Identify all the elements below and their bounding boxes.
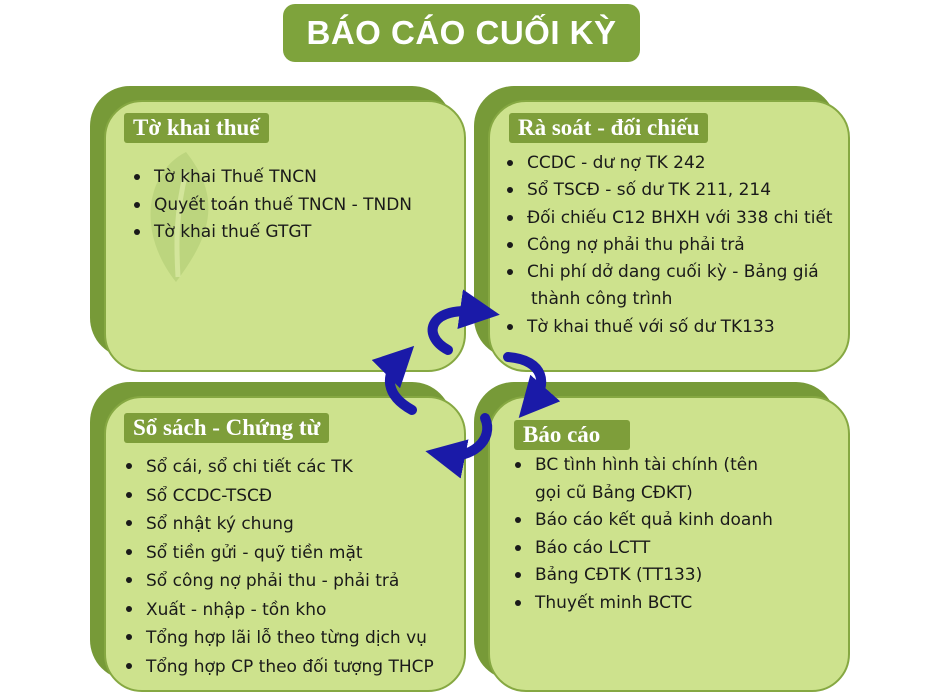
card-label-review: Rà soát - đối chiếu: [509, 113, 709, 143]
list-item: Sổ công nợ phải thu - phải trả: [124, 567, 434, 596]
list-item: Sổ TSCĐ - số dư TK 211, 214: [505, 177, 833, 204]
list-item: Sổ nhật ký chung: [124, 510, 434, 539]
list-item: Tờ khai thuế GTGT: [132, 219, 412, 247]
list-review: CCDC - dư nợ TK 242 Sổ TSCĐ - số dư TK 2…: [505, 150, 833, 341]
list-item-multiline: BC tình hình tài chính (tên gọi cũ Bảng …: [513, 452, 773, 507]
list-item-text: Chi phí dở dang cuối kỳ - Bảng giá: [527, 262, 819, 283]
list-item: Báo cáo LCTT: [513, 535, 773, 563]
list-tax-returns: Tờ khai Thuế TNCN Quyết toán thuế TNCN -…: [132, 164, 412, 247]
list-item: Tổng hợp CP theo đối tượng THCP: [124, 653, 434, 682]
list-item: Tờ khai thuế với số dư TK133: [505, 314, 833, 341]
list-books: Sổ cái, sổ chi tiết các TK Sổ CCDC-TSCĐ …: [124, 453, 434, 681]
list-item-continuation: thành công trình: [531, 289, 673, 310]
card-tax-returns: [104, 100, 466, 372]
list-item: Báo cáo kết quả kinh doanh: [513, 507, 773, 535]
list-item: Sổ tiền gửi - quỹ tiền mặt: [124, 539, 434, 568]
card-books: [104, 396, 466, 692]
page-title: BÁO CÁO CUỐI KỲ: [306, 14, 617, 51]
list-item: Thuyết minh BCTC: [513, 590, 773, 618]
list-item: Tờ khai Thuế TNCN: [132, 164, 412, 192]
card-label-reports: Báo cáo: [514, 420, 631, 450]
title-banner: BÁO CÁO CUỐI KỲ: [283, 4, 640, 62]
list-item: Bảng CĐTK (TT133): [513, 562, 773, 590]
list-item: Quyết toán thuế TNCN - TNDN: [132, 192, 412, 220]
logo-watermark-icon: [150, 152, 209, 282]
list-item: Đối chiếu C12 BHXH với 338 chi tiết: [505, 205, 833, 232]
arrow-to-tax-icon: [371, 345, 417, 415]
arrow-to-books-icon: [425, 413, 493, 479]
list-item: CCDC - dư nợ TK 242: [505, 150, 833, 177]
list-item-continuation: gọi cũ Bảng CĐKT): [535, 482, 693, 503]
list-item: Xuất - nhập - tồn kho: [124, 596, 434, 625]
arrow-to-reports-icon: [503, 352, 561, 418]
list-item: Sổ cái, sổ chi tiết các TK: [124, 453, 434, 482]
list-item: Tổng hợp lãi lỗ theo từng dịch vụ: [124, 624, 434, 653]
card-label-tax-returns: Tờ khai thuế: [124, 113, 269, 143]
list-item-multiline: Chi phí dở dang cuối kỳ - Bảng giá thành…: [505, 259, 833, 314]
list-item: Sổ CCDC-TSCĐ: [124, 482, 434, 511]
list-reports: BC tình hình tài chính (tên gọi cũ Bảng …: [513, 452, 773, 617]
list-item-text: BC tình hình tài chính (tên: [535, 455, 758, 475]
arrow-to-review-icon: [427, 289, 500, 355]
card-label-books: Sổ sách - Chứng từ: [124, 413, 330, 443]
list-item: Công nợ phải thu phải trả: [505, 232, 833, 259]
card-review: [488, 100, 850, 372]
